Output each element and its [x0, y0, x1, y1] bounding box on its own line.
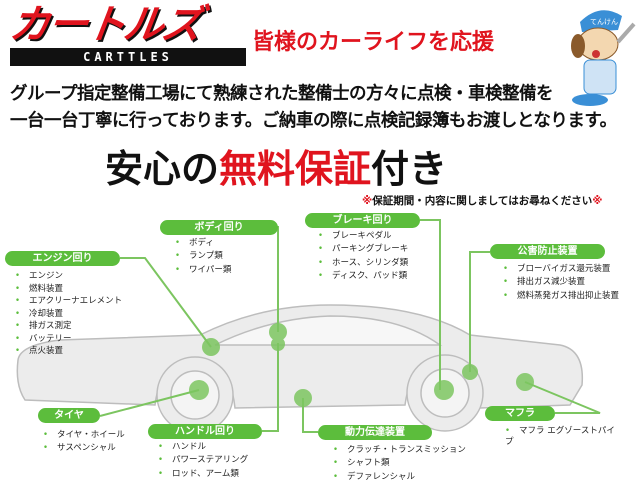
drivetrain-title: 動力伝達装置	[318, 425, 432, 440]
note-text: 保証期間・内容に関しましてはお尋ねください	[372, 195, 593, 207]
headline-highlight: 無料保証	[219, 147, 372, 191]
list-item: ディスク、パッド類	[318, 270, 408, 283]
slogan: 皆様のカーライフを応援	[252, 30, 495, 55]
muffler-title: マフラ	[485, 406, 555, 421]
list-item: ハンドル	[158, 441, 248, 454]
intro-line-2: 一台一台丁寧に行っております。ご納車の際に点検記録簿もお渡しとなります。	[10, 111, 617, 131]
mascot-cap-text: てんけん	[590, 18, 618, 26]
engine-title: エンジン回り	[5, 251, 120, 266]
headline-pre: 安心の	[105, 147, 220, 191]
logo-subtext: CARTTLES	[10, 48, 246, 66]
list-item: バッテリー	[15, 333, 122, 346]
mascot-illustration: てんけん	[560, 2, 640, 107]
list-item: 冷却装置	[15, 308, 122, 321]
list-item: パーキングブレーキ	[318, 243, 408, 256]
list-item: 排出ガス減少装置	[503, 276, 619, 289]
note-mark: ※	[592, 195, 603, 207]
list-item: エンジン	[15, 270, 122, 283]
tire-list: タイヤ・ホイール サスペンシャル	[43, 429, 125, 456]
list-item: ホース、シリンダ類	[318, 257, 408, 270]
headline-post: 付き	[371, 147, 448, 191]
muffler-list: マフラ エグゾーストパイプ	[505, 426, 615, 447]
list-item: クラッチ・トランスミッション	[333, 444, 466, 457]
headline: 安心の無料保証付き	[105, 138, 447, 193]
list-item: マフラ エグゾーストパイプ	[505, 426, 615, 447]
brake-title: ブレーキ回り	[305, 213, 420, 228]
list-item: パワーステアリング	[158, 454, 248, 467]
list-item: シャフト類	[333, 457, 466, 470]
brake-list: ブレーキペダル パーキングブレーキ ホース、シリンダ類 ディスク、パッド類	[318, 230, 408, 283]
tire-title: タイヤ	[38, 408, 100, 423]
list-item: サスペンシャル	[43, 442, 125, 455]
emission-title: 公害防止装置	[490, 244, 605, 259]
list-item: ロッド、アーム類	[158, 468, 248, 481]
emission-list: ブローバイガス還元装置 排出ガス減少装置 燃料蒸発ガス排出抑止装置	[503, 263, 619, 303]
steering-title: ハンドル回り	[148, 424, 262, 439]
note-mark: ※	[362, 195, 373, 207]
inspection-points	[189, 323, 534, 407]
list-item: ブレーキペダル	[318, 230, 408, 243]
drivetrain-list: クラッチ・トランスミッション シャフト類 デファレンシャル	[333, 444, 466, 484]
list-item: デファレンシャル	[333, 471, 466, 484]
list-item: 燃料装置	[15, 283, 122, 296]
body-list: ボディ ランプ類 ワイパー類	[175, 237, 231, 277]
list-item: ボディ	[175, 237, 231, 250]
intro-line-1: グループ指定整備工場にて熟練された整備士の方々に点検・車検整備を	[10, 84, 553, 104]
list-item: 排ガス測定	[15, 320, 122, 333]
list-item: 点火装置	[15, 345, 122, 358]
list-item: ブローバイガス還元装置	[503, 263, 619, 276]
list-item: 燃料蒸発ガス排出抑止装置	[503, 290, 619, 303]
cartles-logo: カートルズ CARTTLES	[7, 2, 246, 66]
engine-list: エンジン 燃料装置 エアクリーナエレメント 冷却装置 排ガス測定 バッテリー 点…	[15, 270, 122, 358]
list-item: タイヤ・ホイール	[43, 429, 125, 442]
body-title: ボディ回り	[160, 220, 278, 235]
steering-list: ハンドル パワーステアリング ロッド、アーム類	[158, 441, 248, 481]
warranty-note: ※保証期間・内容に関しましてはお尋ねください※	[362, 193, 602, 208]
leader-lines	[99, 219, 601, 433]
list-item: エアクリーナエレメント	[15, 295, 122, 308]
list-item: ランプ類	[175, 250, 231, 263]
list-item: ワイパー類	[175, 264, 231, 277]
